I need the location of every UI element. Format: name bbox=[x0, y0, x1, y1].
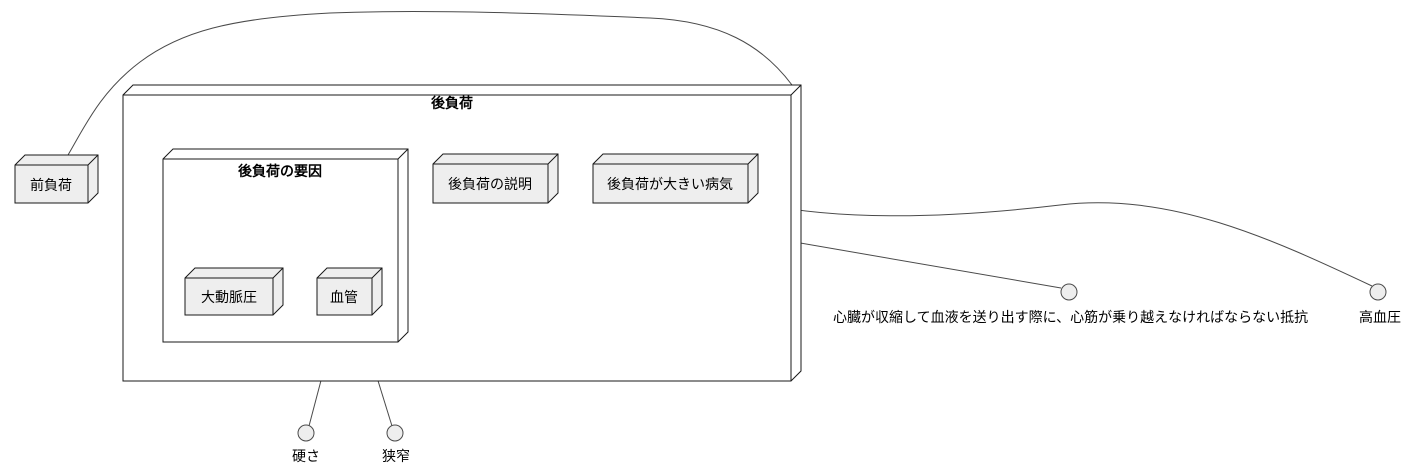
package-afterload-box-edges bbox=[123, 84, 802, 381]
node-description: 後負荷の説明 bbox=[432, 153, 559, 204]
node-aortic-pressure: 大動脈圧 bbox=[184, 267, 284, 316]
terminal-description-label: 心臓が収縮して血液を送り出す際に、心筋が乗り越えなければならない抵抗 bbox=[833, 309, 1308, 326]
terminal-hardness-label: 硬さ bbox=[292, 449, 320, 465]
node-vessel: 血管 bbox=[316, 267, 383, 316]
stenosis-circle-icon bbox=[386, 424, 404, 442]
node-disease-box bbox=[592, 153, 759, 204]
terminal-description: 心臓が収縮して血液を送り出す際に、心筋が乗り越えなければならない抵抗 bbox=[833, 283, 1308, 326]
terminal-stenosis-label: 狭窄 bbox=[382, 448, 410, 465]
edge-disease-node-to-hypertension bbox=[752, 201, 1373, 287]
node-aortic-pressure-label: 大動脈圧 bbox=[201, 290, 257, 306]
node-description-box bbox=[432, 153, 559, 204]
hardness-circle-icon bbox=[297, 424, 315, 442]
node-disease-label: 後負荷が大きい病気 bbox=[607, 177, 733, 193]
node-description-label: 後負荷の説明 bbox=[448, 177, 532, 193]
node-preload-box bbox=[14, 154, 99, 204]
node-preload-label: 前負荷 bbox=[30, 177, 72, 194]
node-vessel-box bbox=[316, 267, 383, 316]
terminal-stenosis: 狭窄 bbox=[382, 424, 410, 465]
package-afterload-title: 後負荷 bbox=[431, 95, 473, 112]
hypertension-circle-icon bbox=[1369, 283, 1387, 301]
node-aortic-pressure-box-edges bbox=[185, 267, 284, 315]
node-preload: 前負荷 bbox=[14, 154, 99, 204]
terminal-hypertension-label: 高血圧 bbox=[1359, 309, 1401, 326]
node-vessel-label: 血管 bbox=[330, 290, 358, 306]
node-description-box-edges bbox=[433, 153, 559, 203]
package-factors-box-edges bbox=[163, 148, 409, 342]
description-circle-icon bbox=[1060, 283, 1078, 301]
node-disease-box-edges bbox=[593, 153, 759, 203]
terminal-hardness: 硬さ bbox=[292, 424, 320, 465]
edge-preload-to-afterload bbox=[67, 11, 793, 156]
node-preload-box-edges bbox=[15, 154, 99, 203]
node-aortic-pressure-box bbox=[184, 267, 284, 316]
package-factors-title: 後負荷の要因 bbox=[238, 163, 322, 180]
node-vessel-box-edges bbox=[317, 267, 383, 315]
node-disease: 後負荷が大きい病気 bbox=[592, 153, 759, 204]
terminal-hypertension: 高血圧 bbox=[1359, 283, 1401, 326]
